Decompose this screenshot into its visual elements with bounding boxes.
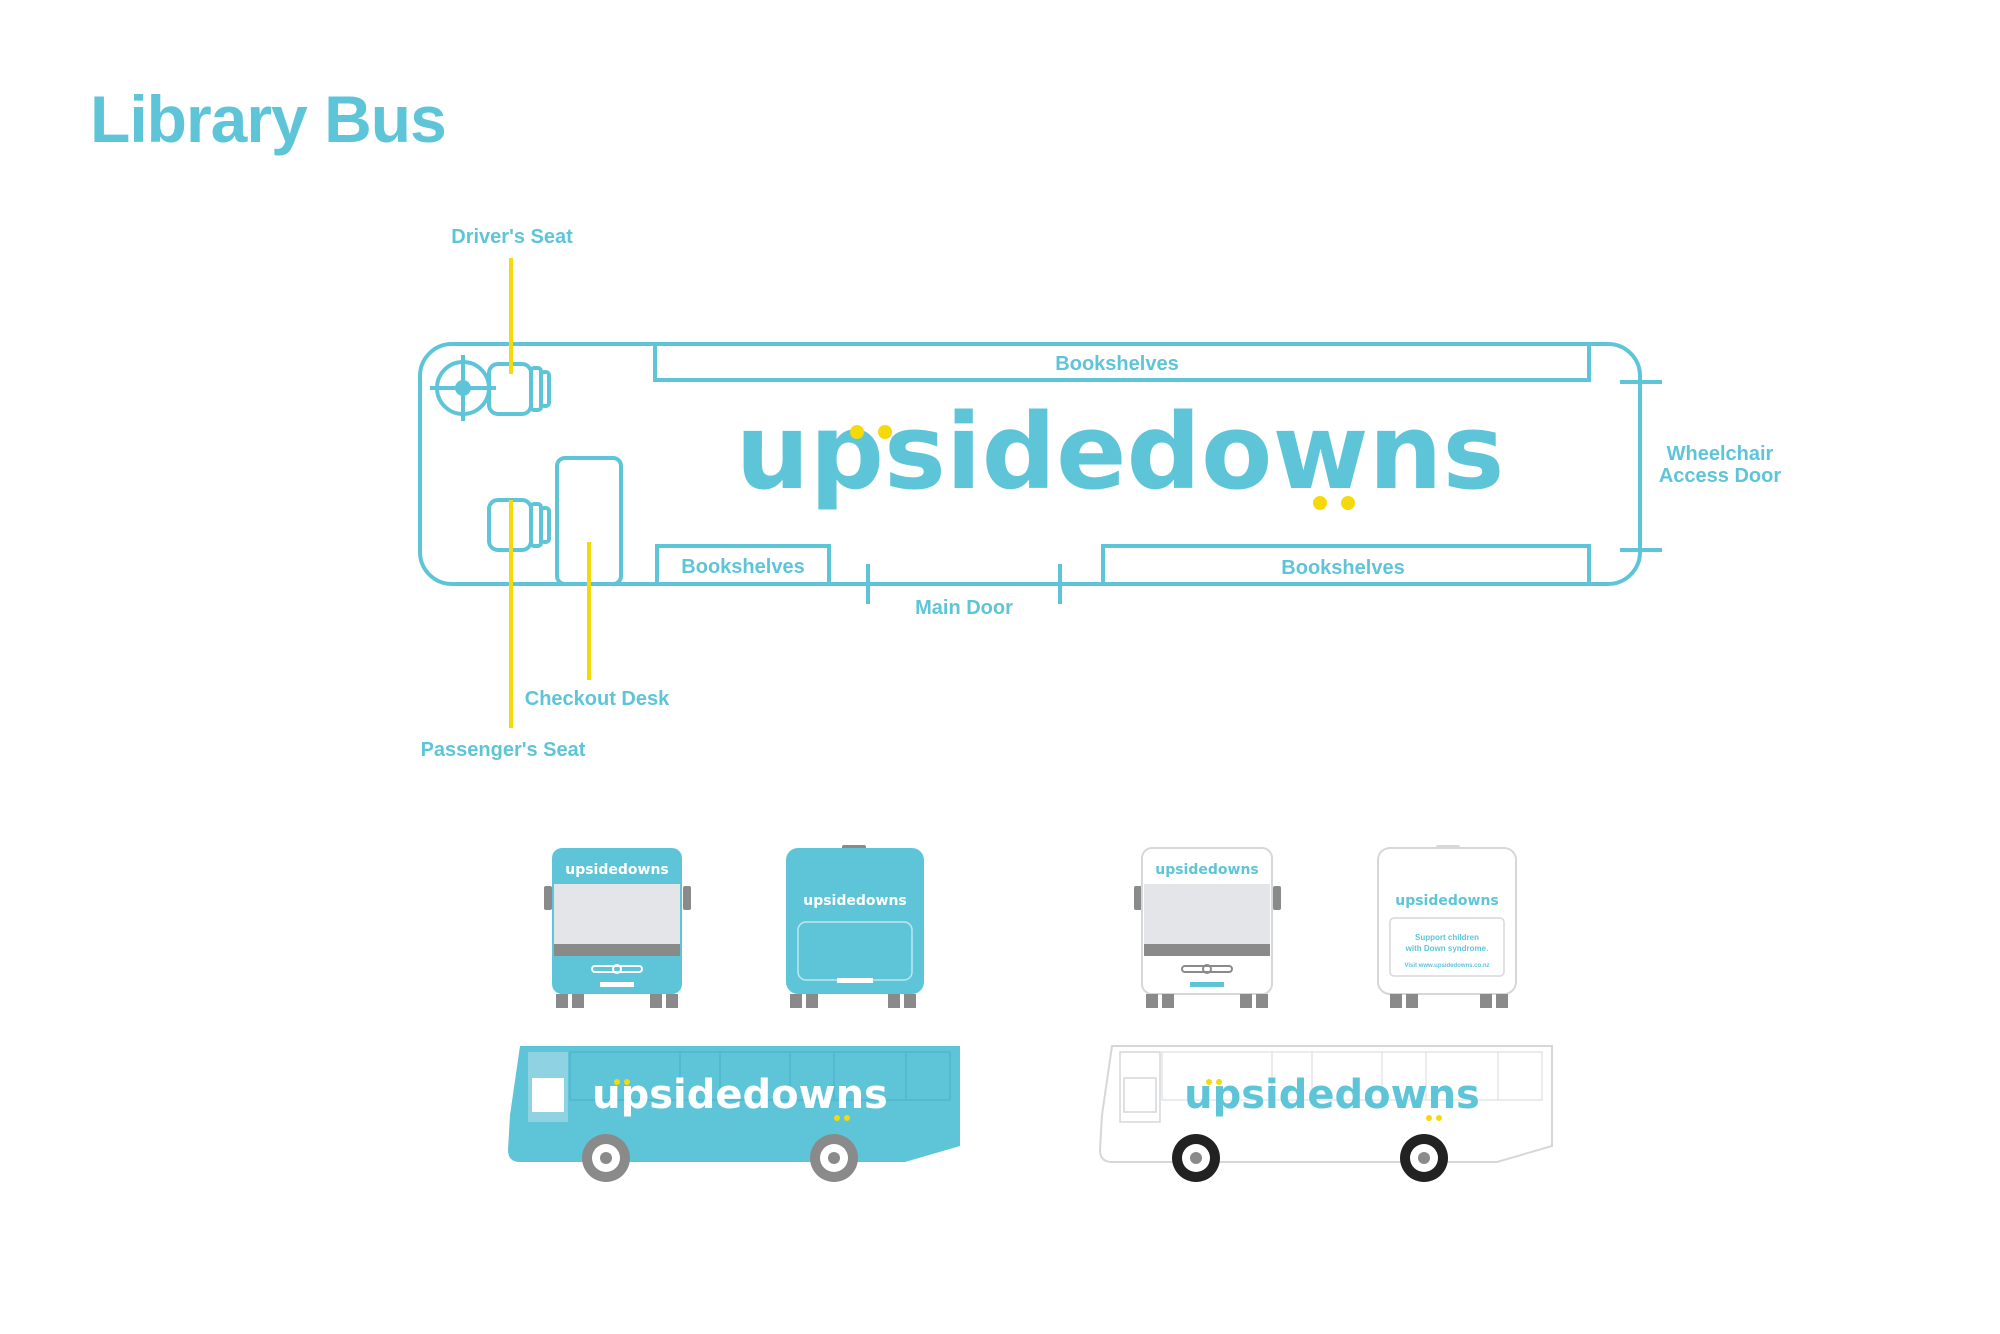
white-bus-front: upsidedowns <box>1134 847 1281 1008</box>
bus-floorplan: upsidedowns Driver's Seat Passenger's Se… <box>418 226 1781 761</box>
blue-bus-rear: upsidedowns <box>786 845 924 1008</box>
white-bus-side: upsidedowns <box>1098 1045 1553 1182</box>
white-bus-rear: upsidedowns Support children with Down s… <box>1377 845 1517 1008</box>
white-side-rear-wheel <box>1400 1134 1448 1182</box>
blue-side-logo: upsidedowns <box>592 1072 888 1118</box>
wheelchair-door-label-line1: Wheelchair <box>1667 443 1774 465</box>
white-rear-text-line1: Support children <box>1415 933 1479 942</box>
blue-side-rear-wheel <box>810 1134 858 1182</box>
bookshelves-top <box>653 342 1591 382</box>
blue-side-front-wheel <box>582 1134 630 1182</box>
logo-dot-bottom-right <box>1341 496 1355 510</box>
drivers-seat-icon <box>487 362 551 416</box>
floorplan-logo: upsidedowns <box>736 391 1505 513</box>
steering-wheel-icon <box>430 355 496 421</box>
passengers-seat-label: Passenger's Seat <box>421 739 586 761</box>
white-side-logo: upsidedowns <box>1184 1072 1480 1118</box>
bookshelves-bottom-left-label: Bookshelves <box>681 556 804 578</box>
checkout-desk-label: Checkout Desk <box>525 688 670 710</box>
blue-front-logo: upsidedowns <box>565 862 669 878</box>
floorplan-logo-text: upsidedowns <box>736 391 1505 513</box>
page-title: Library Bus <box>90 82 447 156</box>
logo-dot-bottom-left <box>1313 496 1327 510</box>
blue-rear-logo: upsidedowns <box>803 893 907 909</box>
white-side-front-wheel <box>1172 1134 1220 1182</box>
bookshelves-bottom-left <box>655 544 831 586</box>
bookshelves-bottom-right <box>1101 544 1591 586</box>
white-rear-text-line2: with Down syndrome. <box>1405 944 1489 953</box>
blue-bus-side: upsidedowns <box>508 1046 960 1182</box>
passengers-seat-icon <box>487 498 551 552</box>
white-rear-url: Visit www.upsidedowns.co.nz <box>1404 963 1489 969</box>
bookshelves-top-label: Bookshelves <box>1055 353 1178 375</box>
main-door-label: Main Door <box>915 597 1013 619</box>
logo-dot-top-right <box>878 425 892 439</box>
blue-bus-front: upsidedowns <box>544 848 691 1008</box>
white-front-logo: upsidedowns <box>1155 862 1259 878</box>
bookshelves-bottom-right-label: Bookshelves <box>1281 557 1404 579</box>
white-rear-logo: upsidedowns <box>1395 893 1499 909</box>
logo-dot-top-left <box>850 425 864 439</box>
wheelchair-door-label-line2: Access Door <box>1659 465 1781 487</box>
drivers-seat-label: Driver's Seat <box>451 226 573 248</box>
